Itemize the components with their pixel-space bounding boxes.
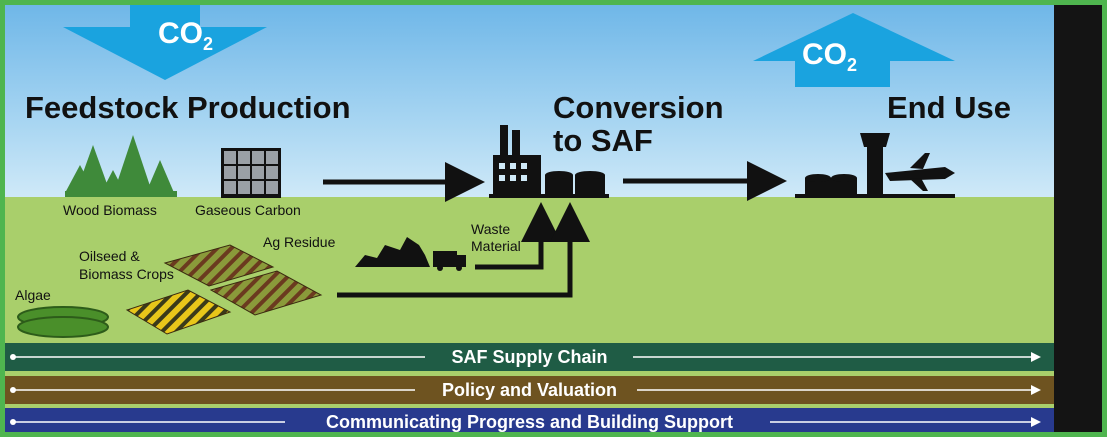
oilseed-label-line2: Biomass Crops [79,266,174,282]
ag-residue-field [163,244,275,287]
band-arrow-supply [10,352,1041,362]
refinery-icon [489,125,609,198]
end-use-title: End Use [887,90,1012,125]
ag-residue-label: Ag Residue [263,234,336,250]
trees-icon [65,135,177,197]
diagram-graphics [17,5,955,338]
algae-ponds-icon [17,306,109,338]
right-dark-strip [1054,5,1102,432]
band-arrow-communicating [10,417,1041,427]
waste-material-icon [355,237,466,271]
gaseous-carbon-icon [221,148,281,198]
waste-material-label-line1: Waste [471,221,511,237]
band-communicating-label: Communicating Progress and Building Supp… [325,412,733,432]
gaseous-carbon-label: Gaseous Carbon [195,202,301,218]
wood-biomass-label: Wood Biomass [63,202,157,218]
co2-up-arrow [753,13,955,87]
feedstock-production-title: Feedstock Production [25,90,351,125]
band-policy-valuation-label: Policy and Valuation [441,380,618,400]
band-communicating: Communicating Progress and Building Supp… [5,408,1054,432]
biomass-crop-field [209,270,323,316]
airport-icon [795,133,955,198]
band-arrow-policy [10,385,1041,395]
co2-down-label: CO2 [158,17,214,54]
conversion-title-line1: Conversion [553,90,724,125]
co2-down-arrow [63,5,267,80]
band-policy-valuation: Policy and Valuation [5,376,1054,404]
arrow-waste-to-conversion [475,202,561,270]
arrow-crops-to-conversion [337,202,590,298]
oilseed-field [125,289,232,335]
oilseed-label-line1: Oilseed & [79,248,140,264]
co2-up-label: CO2 [802,38,858,75]
diagram-canvas: CO2 CO2 Feedstock Production Conversion … [5,5,1054,432]
band-saf-supply-chain: SAF Supply Chain [5,343,1054,371]
waste-material-label-line2: Material [471,238,521,254]
conversion-title-line2: to SAF [553,123,653,158]
band-saf-supply-chain-label: SAF Supply Chain [451,347,608,367]
algae-label: Algae [15,287,51,303]
